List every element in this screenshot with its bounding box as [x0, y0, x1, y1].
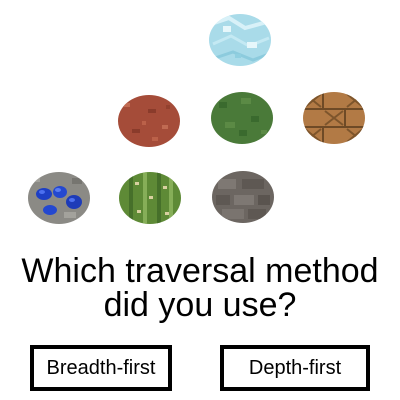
breadth-first-button[interactable]: Breadth-first — [30, 345, 172, 391]
cactus-block-icon — [119, 172, 181, 224]
planks-block-icon — [303, 92, 365, 144]
stone-block-icon — [212, 171, 274, 223]
moss-block-icon — [211, 92, 273, 144]
lapis-ore-icon — [28, 172, 90, 224]
question-line-1: Which traversal method — [21, 252, 379, 290]
depth-first-button[interactable]: Depth-first — [220, 345, 370, 391]
question-text: Which traversal method did you use? — [0, 254, 400, 322]
question-line-2: did you use? — [103, 286, 297, 324]
ice-block-icon — [209, 14, 271, 66]
granite-block-icon — [118, 95, 180, 147]
